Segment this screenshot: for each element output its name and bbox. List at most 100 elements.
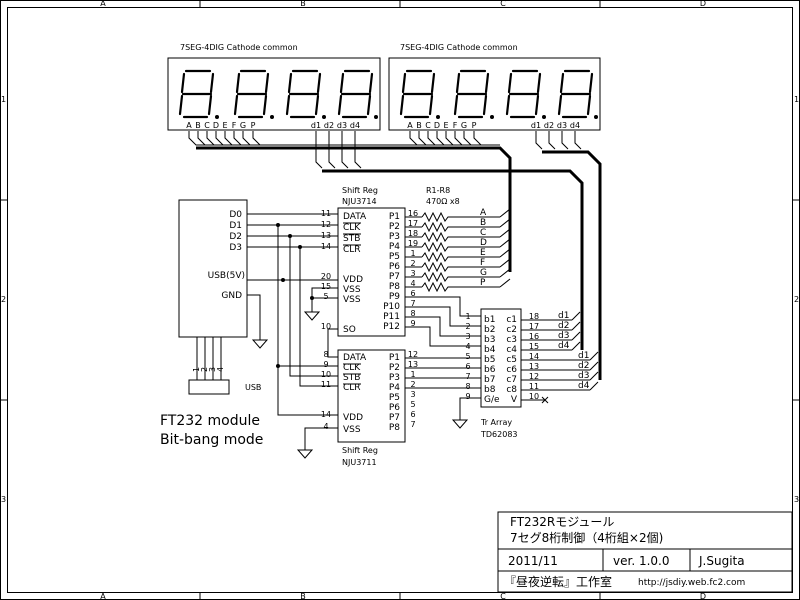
sr2-pin-clk: CLK (343, 363, 361, 373)
sr2-pin-clr: CLR (343, 383, 361, 393)
pin-label-d: D (213, 121, 219, 130)
digit-net-d4: d4 (558, 341, 570, 351)
ft232-bottom-pin-2: 2 (200, 367, 209, 372)
sr1-pin-p11: P11 (383, 312, 400, 322)
pin-label-c: C (204, 121, 210, 130)
segment-dp (215, 115, 219, 119)
tr-pin-b7: b7 (484, 375, 495, 385)
tr-pin-num: 18 (529, 312, 539, 321)
title-url: http://jsdiy.web.fc2.com (638, 578, 745, 588)
segment-b (588, 72, 594, 94)
resistor-r5 (421, 251, 500, 263)
sr1-pin-num: 18 (408, 229, 418, 238)
tr-pin-b8: b8 (484, 385, 496, 395)
segment-e (178, 94, 184, 116)
col-label-a: A (100, 0, 106, 8)
tr-pin-num: 3 (465, 332, 470, 341)
pin-label-g: G (240, 121, 246, 130)
ft232-bottom-pin-3: 3 (208, 367, 217, 372)
segment-dp (374, 115, 378, 119)
sr1-pin-stb: STB (343, 234, 360, 244)
pin-label-b: B (195, 121, 201, 130)
title-line2: 7セグ8桁制御（4桁組×2個) (510, 530, 663, 545)
col-label-d-bottom: D (700, 592, 706, 600)
pin-label-d1: d1 (311, 121, 321, 130)
sr2-pin-p5: P5 (389, 393, 400, 403)
display-wiring (188, 131, 602, 380)
ft232-module: D0 D1 D2 D3 USB(5V) GND 1 2 3 4 USB FT23… (160, 199, 263, 448)
title-block: FT232Rモジュール 7セグ8桁制御（4桁組×2個) 2011/11 ver.… (497, 511, 793, 593)
segment-e (399, 94, 405, 116)
tr-pin-num: 16 (529, 332, 539, 341)
sr1-pin-p8: P8 (389, 282, 400, 292)
segment-dp (322, 115, 326, 119)
tr-pin-b6: b6 (484, 365, 496, 375)
pin-label-f: F (232, 121, 237, 130)
segment-e (557, 94, 563, 116)
segment-b (484, 72, 490, 94)
segment-c (207, 94, 213, 116)
resistor-r8 (421, 281, 500, 293)
tr-pin-v: V (511, 395, 518, 405)
sr1-pin-p9: P9 (389, 292, 400, 302)
sr1-pin-vss: VSS (343, 285, 361, 295)
pin-label-d4: d4 (570, 121, 580, 130)
segment-net-e: E (480, 248, 486, 258)
display-left-digit-3 (285, 69, 326, 119)
sr1-pin-p6: P6 (389, 262, 400, 272)
sr1-pin-num: 3 (410, 269, 415, 278)
sr1-pin-clr: CLR (343, 245, 361, 255)
resistor-r4 (421, 241, 500, 253)
pin-label-d1: d1 (531, 121, 541, 130)
resistor-r1 (421, 211, 500, 223)
sr2-pin-num: 12 (408, 350, 418, 359)
sr1-pin-num: 20 (321, 272, 331, 281)
segment-c (586, 94, 592, 116)
pin-label-a: A (186, 121, 192, 130)
sr1-pin-p2: P2 (389, 222, 400, 232)
digit-net-d3: d3 (578, 371, 589, 381)
sr2-pin-num: 8 (323, 350, 328, 359)
segment-net-f: F (480, 258, 485, 268)
sr2-pin-vdd: VDD (343, 413, 363, 423)
tr-pin-c7: c7 (506, 375, 517, 385)
display-right-digit-1 (399, 69, 440, 119)
tr-array-label: Tr Array (480, 418, 512, 427)
pin-label-d4: d4 (350, 121, 360, 130)
tr-pin-num: 12 (529, 372, 539, 381)
tr-pin-c4: c4 (506, 345, 517, 355)
segment-b (430, 72, 436, 94)
shift-reg1-title: Shift Reg (342, 186, 378, 195)
tr-pin-num: 1 (465, 312, 470, 321)
sr2-pin-num: 13 (408, 360, 418, 369)
col-label-a-bottom: A (100, 592, 106, 600)
sr2-pin-p1: P1 (389, 353, 400, 363)
pin-label-b: B (416, 121, 422, 130)
sr1-pin-clk: CLK (343, 223, 361, 233)
col-label-c-bottom: C (500, 592, 506, 600)
shift-reg1-part: NJU3714 (342, 197, 377, 206)
sr1-pin-num: 19 (408, 239, 418, 248)
segment-dp (270, 115, 274, 119)
usb-connector (188, 379, 230, 395)
pin-label-a: A (407, 121, 413, 130)
sr1-pin-num: 15 (321, 282, 331, 291)
display-left-pin-labels: A B C D E F G P d1 d2 d3 d4 (186, 121, 360, 130)
segment-b (368, 72, 374, 94)
ft232-caption-line1: FT232 module (160, 413, 260, 429)
sr2-pin-num: 6 (410, 410, 415, 419)
resistor-r6 (421, 261, 500, 273)
tr-pin-num: 13 (529, 362, 539, 371)
digit-net-d1: d1 (558, 311, 569, 321)
segment-net-c: C (480, 228, 486, 238)
segment-b (209, 72, 215, 94)
sr2-pin-num: 4 (323, 422, 328, 431)
display-left: 7SEG-4DIG Cathode common (167, 43, 381, 131)
tr-pin-num: 2 (465, 322, 470, 331)
pin-label-d3: d3 (557, 121, 567, 130)
segment-net-d: D (480, 238, 487, 248)
segment-f (287, 72, 293, 94)
display-right-title: 7SEG-4DIG Cathode common (400, 43, 518, 52)
ft232-pin-d2: D2 (229, 232, 242, 242)
